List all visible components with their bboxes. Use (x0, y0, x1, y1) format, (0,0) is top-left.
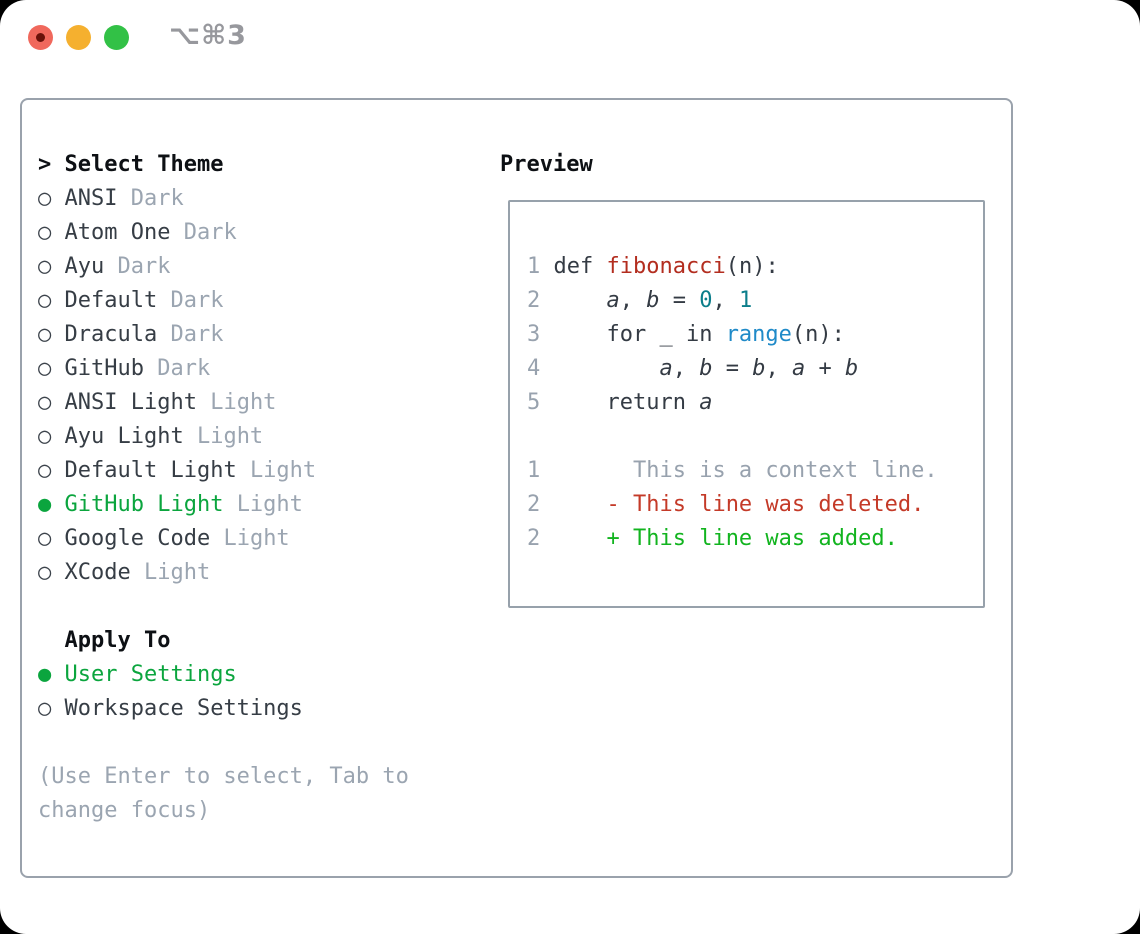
radio-unselected-icon: ○ (38, 560, 65, 585)
radio-unselected-icon: ○ (38, 220, 65, 245)
radio-unselected-icon: ○ (38, 696, 65, 721)
theme-item-atom-one[interactable]: ○ Atom One Dark (38, 220, 237, 245)
theme-item-github-light[interactable]: ● GitHub Light Light (38, 492, 303, 517)
spacer-row (38, 590, 409, 624)
select-theme-header: > Select Theme (38, 152, 224, 177)
window-title: ⌥⌘3 (169, 20, 247, 51)
code-line: 3 for _ in range(n): (527, 322, 845, 347)
theme-item-ansi-light[interactable]: ○ ANSI Light Light (38, 390, 277, 415)
radio-unselected-icon: ○ (38, 254, 65, 279)
theme-item-ayu-light[interactable]: ○ Ayu Light Light (38, 424, 264, 449)
theme-item-default[interactable]: ○ Default Dark (38, 288, 224, 313)
theme-list: > Select Theme ○ ANSI Dark ○ Atom One Dark… (38, 148, 409, 828)
preview-code: 1 def fibonacci(n): 2 a, b = 0, 1 3 for _ … (527, 250, 938, 556)
code-line: 2 - This line was deleted. (527, 492, 925, 517)
radio-unselected-icon: ○ (38, 322, 65, 347)
record-dot-icon (36, 33, 45, 42)
code-line: 2 + This line was added. (527, 526, 898, 551)
theme-picker-panel (20, 98, 1013, 878)
prompt-caret-icon: > (38, 152, 65, 177)
radio-selected-icon: ● (38, 662, 65, 687)
spacer-row (38, 726, 409, 760)
apply-option-user-settings[interactable]: ● User Settings (38, 662, 237, 687)
theme-item-dracula[interactable]: ○ Dracula Dark (38, 322, 224, 347)
radio-unselected-icon: ○ (38, 356, 65, 381)
radio-unselected-icon: ○ (38, 458, 65, 483)
code-line: 5 return a (527, 390, 713, 415)
radio-selected-icon: ● (38, 492, 65, 517)
radio-unselected-icon: ○ (38, 390, 65, 415)
code-line: 4 a, b = b, a + b (527, 356, 859, 381)
apply-option-workspace-settings[interactable]: ○ Workspace Settings (38, 696, 303, 721)
theme-item-xcode[interactable]: ○ XCode Light (38, 560, 211, 585)
minimize-button[interactable] (66, 25, 91, 50)
radio-unselected-icon: ○ (38, 288, 65, 313)
code-line: 1 This is a context line. (527, 458, 938, 483)
radio-unselected-icon: ○ (38, 424, 65, 449)
spacer-row (527, 420, 938, 454)
preview-box (508, 200, 985, 608)
help-text: change focus) (38, 798, 211, 823)
code-line: 2 a, b = 0, 1 (527, 288, 753, 313)
preview-title: Preview (500, 152, 593, 177)
zoom-button[interactable] (104, 25, 129, 50)
help-text: (Use Enter to select, Tab to (38, 764, 409, 789)
code-line: 1 def fibonacci(n): (527, 254, 779, 279)
radio-unselected-icon: ○ (38, 186, 65, 211)
apply-to-header: Apply To (38, 628, 171, 653)
theme-item-github[interactable]: ○ GitHub Dark (38, 356, 211, 381)
theme-item-ansi[interactable]: ○ ANSI Dark (38, 186, 184, 211)
theme-item-ayu[interactable]: ○ Ayu Dark (38, 254, 171, 279)
close-button[interactable] (28, 25, 53, 50)
radio-unselected-icon: ○ (38, 526, 65, 551)
theme-item-default-light[interactable]: ○ Default Light Light (38, 458, 317, 483)
theme-item-google-code[interactable]: ○ Google Code Light (38, 526, 290, 551)
